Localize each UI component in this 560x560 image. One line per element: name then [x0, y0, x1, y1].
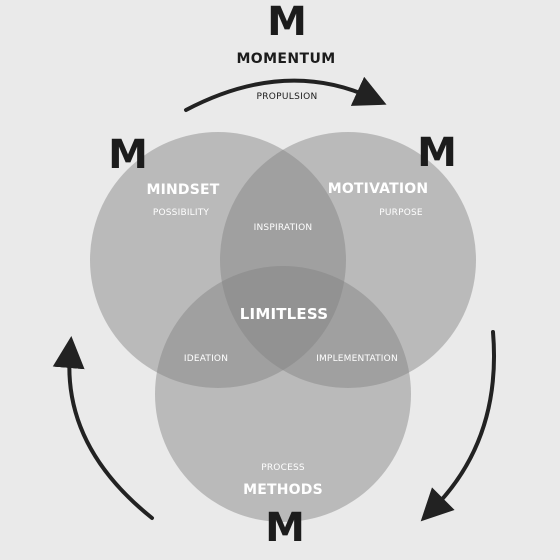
methods-letter: M [265, 505, 305, 551]
momentum-title: MOMENTUM [236, 51, 336, 67]
mindset-subtitle: POSSIBILITY [152, 208, 210, 218]
circle-mindset [90, 132, 346, 388]
arrow-right [420, 330, 496, 522]
mindset-letter: M [108, 132, 148, 178]
propulsion-label: PROPULSION [256, 92, 318, 102]
arrow-left [52, 336, 154, 520]
implementation-label: IMPLEMENTATION [316, 354, 398, 364]
motivation-subtitle: PURPOSE [379, 208, 423, 218]
mindset-title: MINDSET [146, 182, 220, 198]
inspiration-label: INSPIRATION [253, 223, 313, 233]
circle-motivation [220, 132, 476, 388]
methods-title: METHODS [243, 482, 323, 498]
arrow-top [184, 76, 387, 112]
circle-methods [155, 266, 411, 522]
motivation-letter: M [417, 130, 457, 176]
motivation-title: MOTIVATION [327, 181, 429, 197]
limitless-label: LIMITLESS [239, 305, 329, 323]
methods-subtitle: PROCESS [261, 463, 305, 473]
momentum-letter: M [267, 0, 307, 45]
ideation-label: IDEATION [183, 354, 229, 364]
